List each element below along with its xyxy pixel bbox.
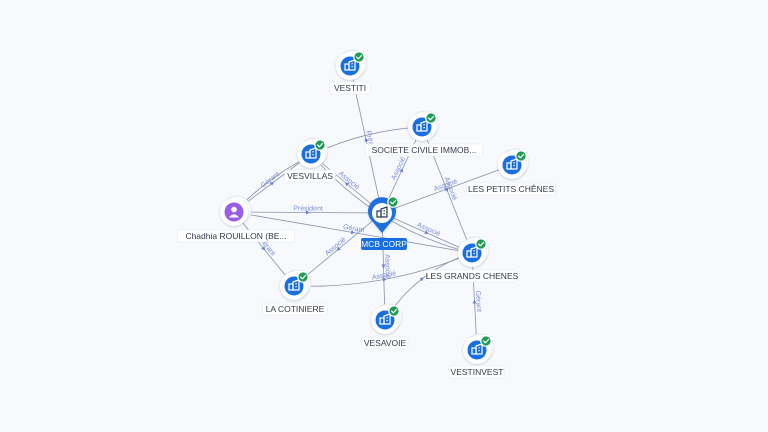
- node-label-background: [466, 182, 556, 196]
- node-label: SOCIETE CIVILE IMMOB...: [372, 145, 477, 155]
- verified-check-icon: [515, 150, 527, 162]
- verified-check-icon: [425, 112, 437, 124]
- verified-check-icon: [475, 238, 487, 250]
- node-label-background: [262, 302, 328, 316]
- verified-check-icon: [297, 271, 309, 283]
- verified-check-icon: [388, 305, 400, 317]
- graph-edge[interactable]: Président: [233, 205, 383, 215]
- graph-node-cotiniere[interactable]: LA COTINIERE: [262, 269, 328, 316]
- node-label-background: [427, 269, 517, 283]
- verified-check-icon: [314, 139, 326, 151]
- graph-node-center-mcb-corp[interactable]: MCB CORP: [361, 196, 407, 250]
- edge-label: Président: [293, 205, 323, 212]
- node-label: VESAVOIE: [364, 338, 407, 348]
- edge-label: Gérant: [342, 224, 364, 235]
- node-label: LES PETITS CHÊNES: [468, 184, 554, 194]
- graph-edge[interactable]: Gérant: [233, 211, 473, 254]
- node-label-background: [361, 238, 407, 250]
- graph-node-grands[interactable]: LES GRANDS CHENES: [426, 236, 519, 283]
- node-label: VESTINVEST: [451, 367, 504, 377]
- edge-label: Prési: [364, 130, 374, 148]
- node-label: VESTITI: [334, 83, 366, 93]
- graph-node-vesavoie[interactable]: VESAVOIE: [361, 303, 409, 350]
- node-label: LES GRANDS CHENES: [426, 271, 519, 281]
- graph-node-sci[interactable]: SOCIETE CIVILE IMMOB...: [365, 110, 483, 157]
- edge-label: Associé: [324, 236, 347, 257]
- node-label-background: [365, 143, 483, 157]
- graph-node-chadhia[interactable]: Chadhia ROUILLON (BE...: [177, 195, 295, 243]
- graph-node-vestinvest[interactable]: VESTINVEST: [448, 333, 506, 379]
- nodes-layer: VESTITI SOCIETE CIVILE IMMOB... VESVILLAS L…: [177, 49, 556, 379]
- graph-node-vestiti[interactable]: VESTITI: [329, 49, 371, 95]
- building-icon: [376, 206, 388, 218]
- edge-label: Associé: [383, 254, 391, 279]
- node-label-background: [284, 169, 336, 183]
- node-label-background: [448, 365, 506, 379]
- node-label: MCB CORP: [361, 239, 407, 249]
- verified-check-icon: [480, 335, 492, 347]
- graph-node-vesvillas[interactable]: VESVILLAS: [284, 137, 336, 183]
- edge-line: [233, 211, 295, 287]
- node-label-background: [177, 229, 295, 243]
- person-icon: [229, 206, 239, 218]
- graph-node-petits[interactable]: LES PETITS CHÊNES: [466, 148, 556, 196]
- verified-check-icon: [387, 196, 399, 208]
- node-label-background: [361, 336, 409, 350]
- edge-label: Associé: [371, 270, 396, 281]
- node-label: LA COTINIERE: [266, 304, 325, 314]
- edge-label: Associé: [337, 170, 360, 191]
- verified-check-icon: [353, 51, 365, 63]
- graph-edge[interactable]: Gérant: [233, 211, 295, 287]
- node-label: VESVILLAS: [287, 171, 333, 181]
- node-label: Chadhia ROUILLON (BE...: [185, 231, 286, 241]
- node-label-background: [329, 81, 371, 95]
- edge-label: Gérant: [474, 290, 482, 312]
